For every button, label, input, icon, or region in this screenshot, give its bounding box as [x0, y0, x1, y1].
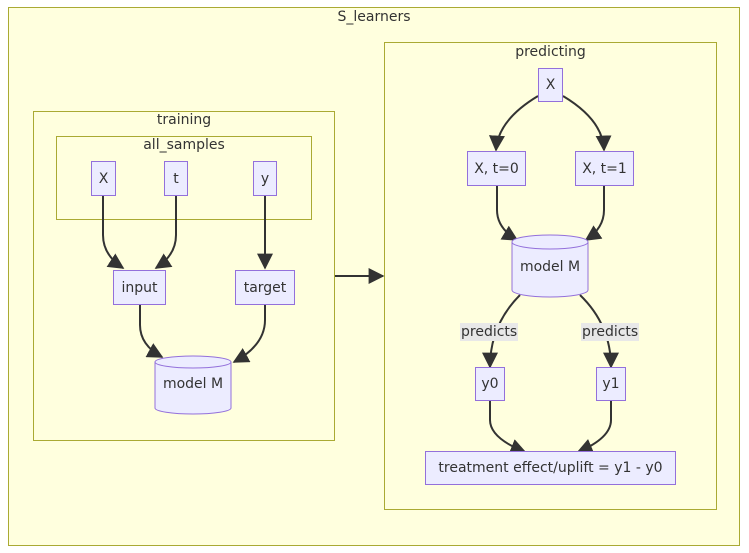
- edge-input-to-model: [139, 305, 164, 358]
- edge-t-to-input: [154, 196, 177, 269]
- training-model-cylinder: [154, 355, 232, 415]
- node-y-training: y: [253, 161, 277, 196]
- node-treatment-effect: treatment effect/uplift = y1 - y0: [425, 451, 676, 485]
- edge-x-to-x-t0: [488, 95, 539, 152]
- edge-x-to-x-t1: [562, 95, 612, 152]
- node-y0: y0: [475, 367, 505, 401]
- cluster-all-samples-title: all_samples: [143, 137, 225, 153]
- edge-label-predicts-right: predicts: [581, 323, 640, 341]
- edge-target-to-model: [232, 305, 266, 363]
- node-x-t1: X, t=1: [575, 151, 634, 186]
- training-model-label: model M: [162, 376, 224, 392]
- edge-x-to-input: [102, 196, 125, 269]
- edge-x-t1-to-model: [584, 186, 605, 241]
- cluster-s-learners-title: S_learners: [337, 9, 411, 25]
- edge-label-predicts-left: predicts: [460, 323, 519, 341]
- node-target: target: [235, 270, 295, 305]
- cluster-predicting-title: predicting: [515, 44, 586, 60]
- edge-y0-to-effect: [489, 401, 527, 455]
- edge-x-t0-to-model: [496, 186, 519, 241]
- node-input: input: [113, 270, 166, 305]
- edge-y1-to-effect: [576, 401, 612, 454]
- cluster-training-title: training: [156, 112, 212, 128]
- node-x-training: X: [91, 161, 116, 196]
- predicting-model-cylinder: [511, 234, 589, 298]
- node-x-predicting: X: [538, 68, 563, 102]
- node-x-t0: X, t=0: [467, 151, 526, 186]
- node-y1: y1: [596, 367, 626, 401]
- predicting-model-label: model M: [519, 259, 581, 275]
- node-t-training: t: [164, 161, 188, 196]
